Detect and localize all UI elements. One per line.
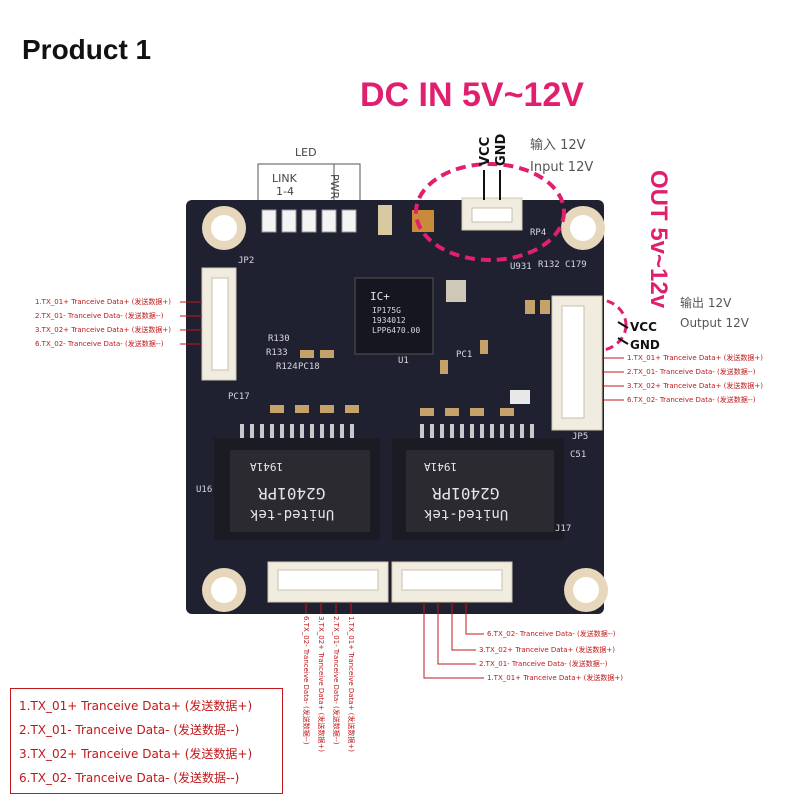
- label-r133: R133: [266, 348, 288, 358]
- bottom-left-pin-2: 2.TX_01- Tranceive Data- (发送数据--): [332, 616, 340, 745]
- led-link-range: 1-4: [276, 185, 294, 198]
- left-pin-1: 1.TX_01+ Tranceive Data+ (发送数据+): [35, 298, 172, 306]
- bottom-left-pin-lines: [305, 602, 352, 614]
- legend-line-2: 2.TX_01- Tranceive Data- (发送数据--): [19, 723, 240, 737]
- transformer-2-model: G2401PR: [432, 484, 500, 503]
- label-rp4: RP4: [530, 228, 547, 238]
- input-gnd-label: GND: [494, 133, 509, 166]
- transformer-1-code: 1941A: [250, 460, 284, 473]
- chip-code: 1934012: [372, 316, 406, 325]
- output-vcc-label: VCC: [630, 320, 657, 334]
- label-pc17: PC17: [228, 392, 250, 402]
- chip-model: IP175G: [372, 306, 401, 315]
- left-pin-3: 3.TX_02+ Tranceive Data+ (发送数据+): [35, 326, 172, 334]
- label-r132: R132: [538, 260, 560, 270]
- transformers: [214, 438, 564, 540]
- transformer-pins: [240, 424, 534, 438]
- bottom-left-pin-6: 6.TX_02- Tranceive Data- (发送数据--): [302, 616, 310, 745]
- right-pin-6: 6.TX_02- Tranceive Data- (发送数据--): [627, 396, 756, 404]
- bottom-right-pin-6: 6.TX_02- Tranceive Data- (发送数据--): [487, 630, 616, 638]
- led-bracket: [257, 163, 361, 200]
- label-pc18: PC18: [298, 362, 320, 372]
- output-cn-label: 输出 12V: [680, 296, 732, 310]
- label-jp2: JP2: [238, 256, 255, 266]
- right-pin-2: 2.TX_01- Tranceive Data- (发送数据--): [627, 368, 756, 376]
- transformer-2-brand: United-tek: [424, 506, 509, 522]
- legend-line-1: 1.TX_01+ Tranceive Data+ (发送数据+): [19, 699, 253, 713]
- bottom-right-pin-2: 2.TX_01- Tranceive Data- (发送数据--): [479, 660, 608, 668]
- dc-in-highlight: [414, 162, 566, 262]
- label-u931: U931: [510, 262, 532, 272]
- main-chip: [354, 277, 466, 355]
- transformer-1-brand: United-tek: [250, 506, 335, 522]
- label-jp5: JP5: [572, 432, 589, 442]
- input-vcc-label: VCC: [478, 136, 493, 166]
- label-c179: C179: [565, 260, 587, 270]
- led-pwr-label: PWR: [328, 174, 341, 200]
- left-pin-6: 6.TX_02- Tranceive Data- (发送数据--): [35, 340, 164, 348]
- smd-components: [270, 300, 550, 416]
- right-pin-lines: [602, 357, 624, 401]
- bottom-left-pin-3: 3.TX_02+ Tranceive Data+ (发送数据+): [317, 616, 325, 753]
- label-r130: R130: [268, 334, 290, 344]
- dc-in-label: DC IN 5V~12V: [360, 76, 584, 114]
- pin-legend: 1.TX_01+ Tranceive Data+ (发送数据+) 2.TX_01…: [10, 688, 283, 794]
- led-link-label: LINK: [272, 172, 297, 185]
- bottom-right-pin-lines: [423, 602, 484, 679]
- left-connector: [201, 267, 237, 381]
- led-header: LED: [295, 146, 317, 159]
- chip-brand: IC+: [370, 290, 390, 303]
- left-pin-2: 2.TX_01- Tranceive Data- (发送数据--): [35, 312, 164, 320]
- legend-line-3: 3.TX_02+ Tranceive Data+ (发送数据+): [19, 747, 253, 761]
- right-pin-1: 1.TX_01+ Tranceive Data+ (发送数据+): [627, 354, 764, 362]
- label-u1: U1: [398, 356, 409, 366]
- label-r124: R124: [276, 362, 298, 372]
- transformer-1-model: G2401PR: [258, 484, 326, 503]
- right-connector: [551, 295, 603, 431]
- bottom-right-pin-3: 3.TX_02+ Tranceive Data+ (发送数据+): [479, 646, 616, 654]
- output-gnd-label: GND: [630, 338, 660, 352]
- input-cn-label: 输入 12V: [530, 138, 586, 153]
- chip-code2: LPP6470.00: [372, 326, 421, 335]
- right-pin-3: 3.TX_02+ Tranceive Data+ (发送数据+): [627, 382, 764, 390]
- legend-line-4: 6.TX_02- Tranceive Data- (发送数据--): [19, 771, 240, 785]
- page-title: Product 1: [22, 34, 152, 65]
- label-pc1: PC1: [456, 350, 473, 360]
- input-en-label: Input 12V: [530, 160, 594, 175]
- label-j17: J17: [555, 524, 572, 534]
- label-u16: U16: [196, 485, 213, 495]
- dc-input-connector: [461, 197, 523, 231]
- left-pin-lines: [180, 301, 202, 345]
- output-en-label: Output 12V: [680, 316, 749, 330]
- label-c51: C51: [570, 450, 587, 460]
- bottom-right-pin-1: 1.TX_01+ Tranceive Data+ (发送数据+): [487, 674, 624, 682]
- transformer-2-code: 1941A: [424, 460, 458, 473]
- out-label: OUT 5v~12v: [645, 170, 672, 309]
- mounting-holes: [202, 206, 608, 612]
- bottom-left-pin-1: 1.TX_01+ Tranceive Data+ (发送数据+): [347, 616, 355, 753]
